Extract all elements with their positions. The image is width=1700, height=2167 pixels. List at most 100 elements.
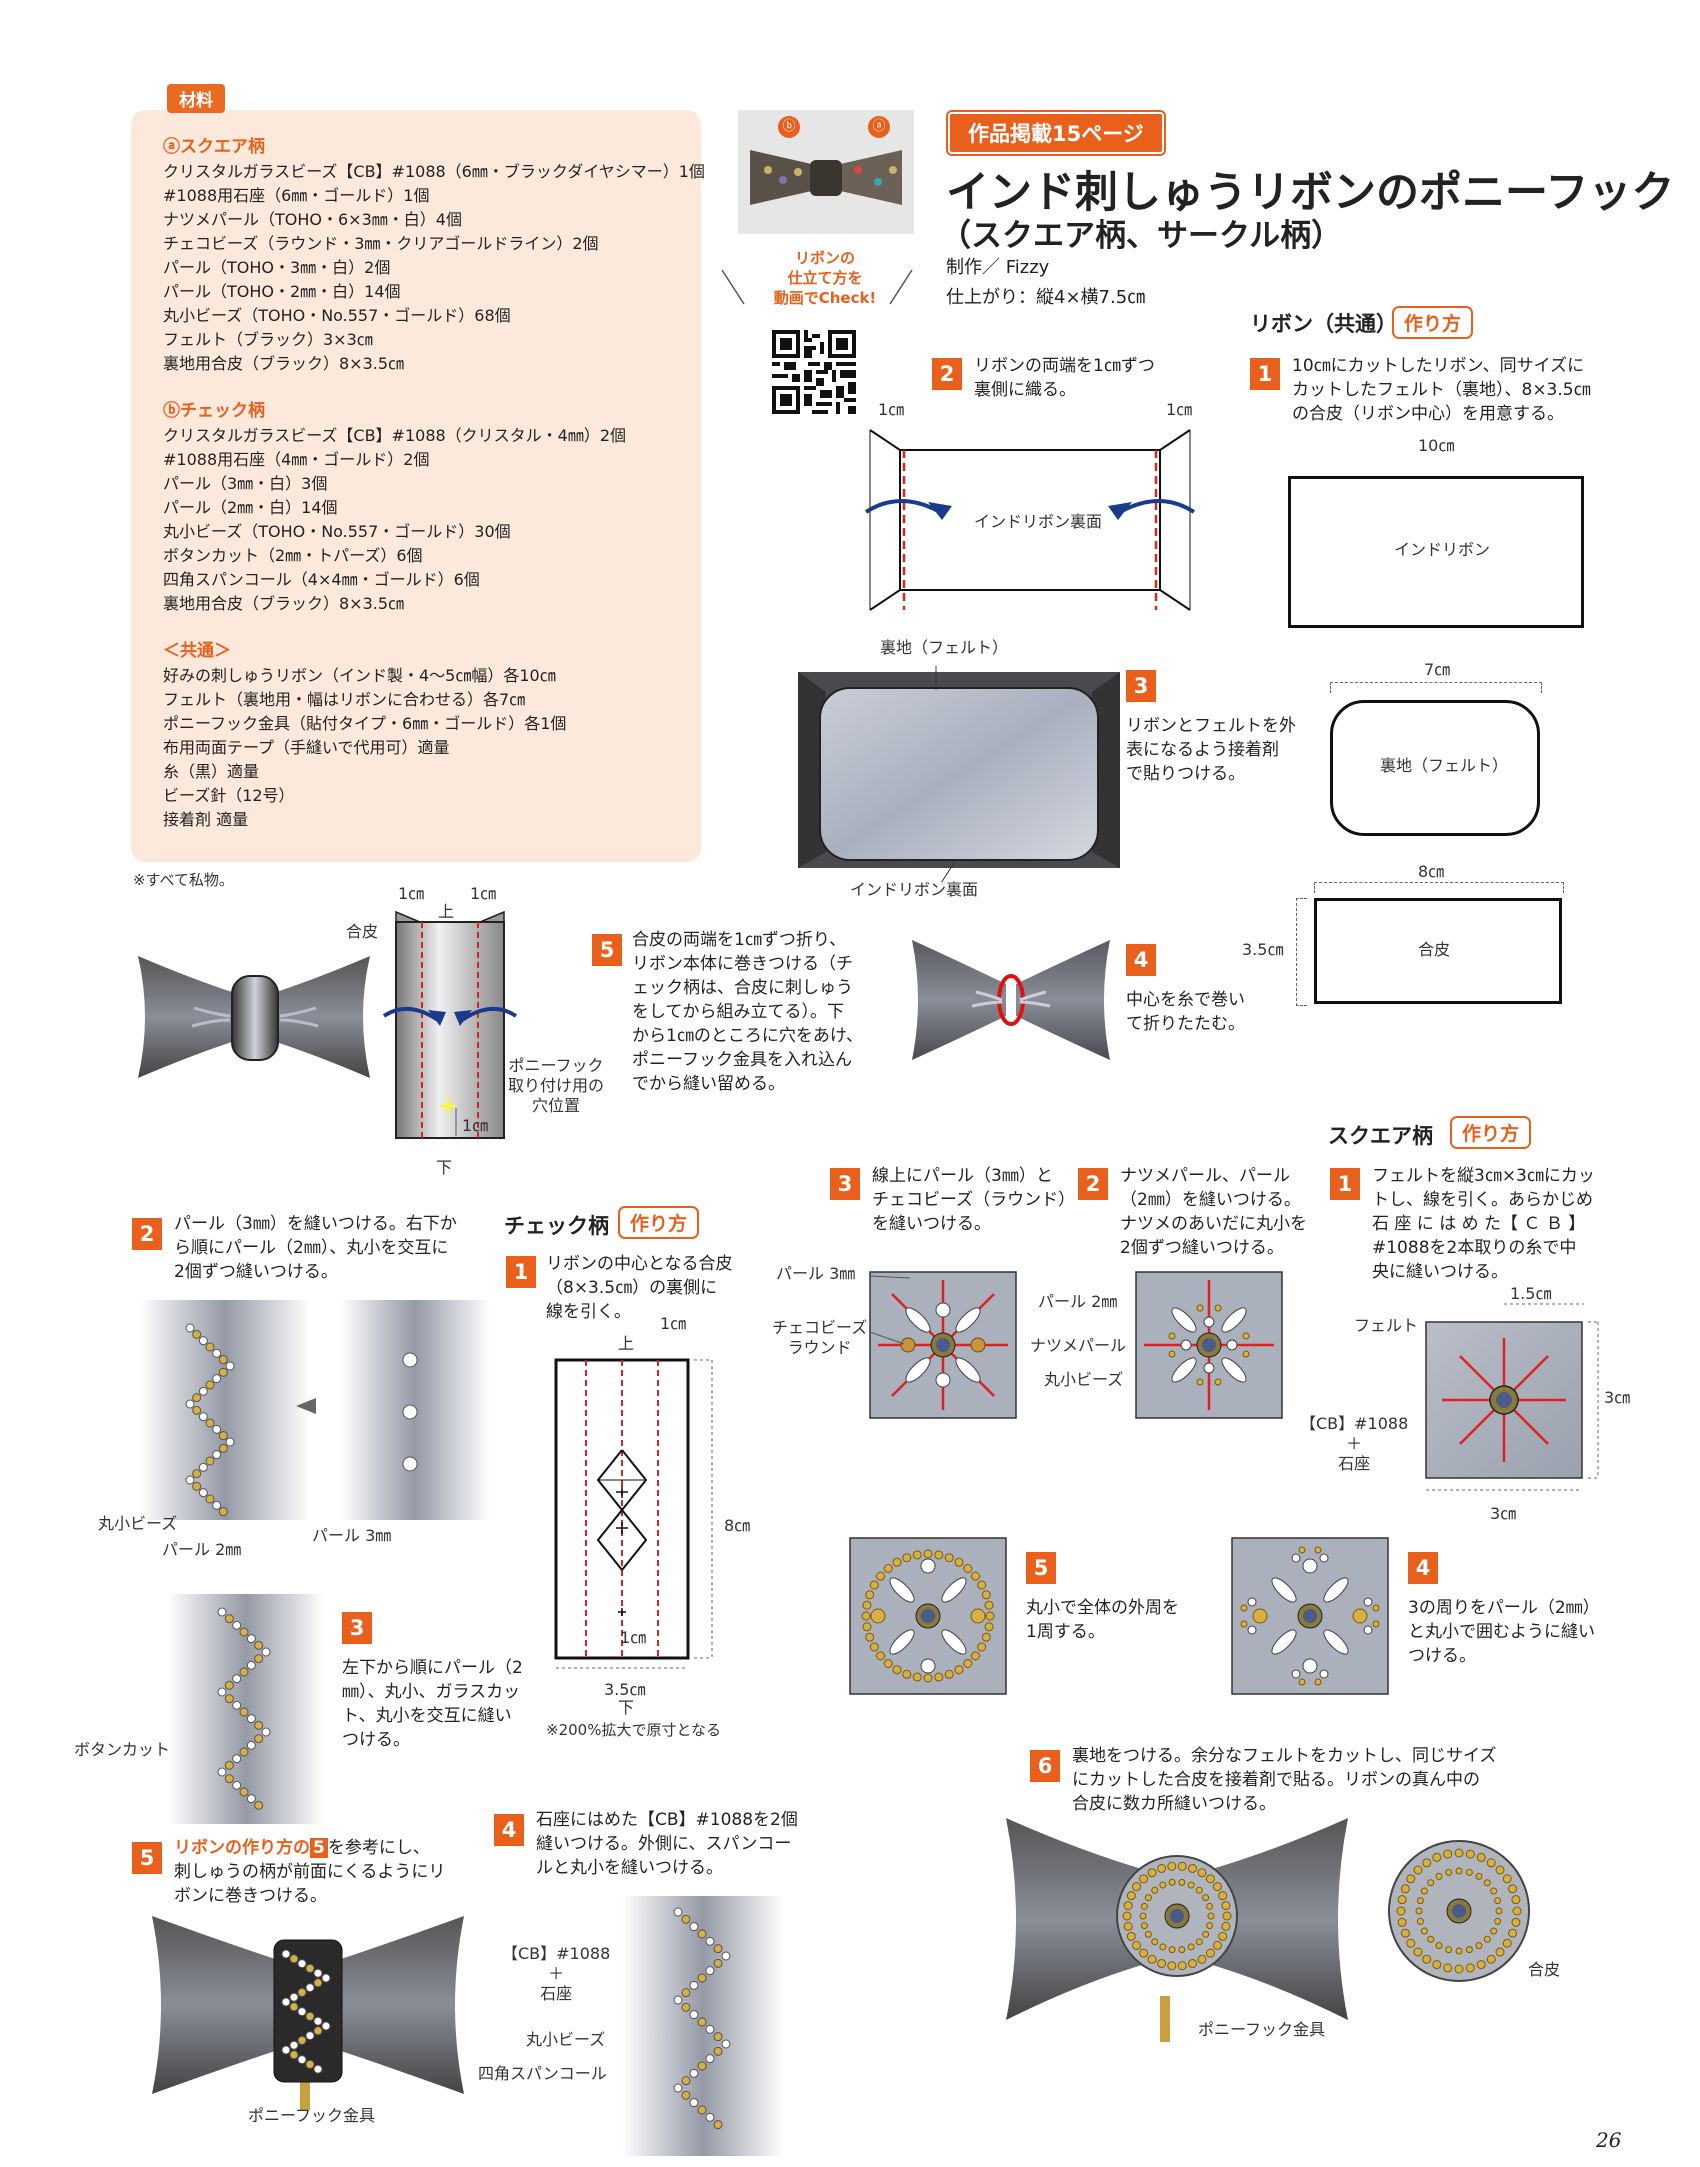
check-step3-diagram — [166, 1594, 326, 1824]
check-section-title: チェック柄 — [504, 1210, 609, 1240]
common-materials-list: 好みの刺しゅうリボン（インド製・4〜5㎝幅）各10㎝フェルト（裏地用・幅はリボン… — [163, 664, 693, 832]
materials-list: ⓐスクエア柄 クリスタルガラスビーズ【CB】#1088（6㎜・ブラックダイヤシマ… — [163, 134, 693, 832]
check-step4-label-maruko: 丸小ビーズ — [526, 2030, 605, 2050]
check-step1-number: 1 — [506, 1256, 536, 1288]
ribbon-step5-number: 5 — [592, 934, 622, 966]
qr-code-icon[interactable] — [772, 330, 856, 414]
check-step2-label-maruko: 丸小ビーズ — [98, 1514, 177, 1534]
square-howto-tag: 作り方 — [1450, 1116, 1531, 1149]
leather-width-dim: 8㎝ — [1418, 862, 1444, 882]
check-step1-dim: 1㎝ — [660, 1314, 686, 1334]
check-step5-ref-num: 5 — [310, 1838, 328, 1858]
ribbon-step1-dim: 10㎝ — [1418, 436, 1454, 456]
check-material-item: クリスタルガラスビーズ【CB】#1088（クリスタル・4㎜）2個 — [163, 424, 693, 448]
ribbon-step3-number: 3 — [1126, 670, 1156, 702]
page-number: 26 — [1596, 2128, 1621, 2152]
leather-width-line — [1314, 882, 1564, 893]
square-step2-label-pearl: パール 2㎜ — [1038, 1292, 1117, 1312]
ribbon-step4-diagram — [906, 930, 1116, 1070]
common-material-item: ビーズ針（12号） — [163, 784, 693, 808]
square-material-item: チェコビーズ（ラウンド・3㎜・クリアゴールドライン）2個 — [163, 232, 693, 256]
check-step4-diagram — [618, 1896, 788, 2156]
check-step3-label-buttoncut: ボタンカット — [74, 1740, 170, 1760]
square-section-title: スクエア柄 — [1328, 1120, 1433, 1150]
check-step1-width-dim: 3.5㎝ — [604, 1680, 645, 1700]
square-step6-number: 6 — [1030, 1750, 1060, 1782]
check-step4-text: 石座にはめた【CB】#1088を2個 縫いつける。外側に、スパンコー ルと丸小を… — [536, 1808, 798, 1880]
square-step4-number: 4 — [1408, 1552, 1438, 1584]
ribbon-step2-label: インドリボン裏面 — [974, 512, 1102, 532]
square-materials-list: クリスタルガラスビーズ【CB】#1088（6㎜・ブラックダイヤシマー）1個#10… — [163, 160, 693, 376]
check-step1-diagram — [552, 1350, 716, 1670]
square-step2-text: ナツメパール、パール （2㎜）を縫いつける。 ナツメのあいだに丸小を 2個ずつ縫… — [1120, 1164, 1307, 1260]
square-material-item: 裏地用合皮（ブラック）8×3.5㎝ — [163, 352, 693, 376]
ribbon-step3-diagram — [796, 666, 1122, 882]
check-step4-label-sequin: 四角スパンコール — [478, 2064, 607, 2084]
check-step5-bow-diagram — [148, 1910, 468, 2110]
ribbon-step5-diagram — [380, 908, 520, 1152]
ribbon-step2-right-dim: 1㎝ — [1166, 400, 1192, 420]
check-materials-list: クリスタルガラスビーズ【CB】#1088（クリスタル・4㎜）2個#1088用石座… — [163, 424, 693, 616]
square-step1-felt-label: フェルト — [1354, 1316, 1418, 1336]
check-material-item: ボタンカット（2㎜・トパーズ）6個 — [163, 544, 693, 568]
square-material-item: パール（TOHO・3㎜・白）2個 — [163, 256, 693, 280]
square-step1-height-dim: 3㎝ — [1604, 1388, 1630, 1408]
check-step2-diagram — [134, 1300, 494, 1520]
square-step4-diagram — [1230, 1536, 1390, 1696]
check-howto-tag: 作り方 — [618, 1206, 699, 1239]
page-reference-tag: 作品掲載15ページ — [948, 112, 1164, 154]
square-step2-diagram — [1134, 1270, 1284, 1420]
check-step2-number: 2 — [132, 1218, 162, 1250]
leather-height-dim: 3.5㎝ — [1242, 940, 1283, 960]
square-step2-label-natsume: ナツメパール — [1030, 1336, 1126, 1356]
ribbon-step2-left-dim: 1㎝ — [878, 400, 904, 420]
ribbon-step4-text: 中心を糸で巻い て折りたたむ。 — [1126, 988, 1245, 1036]
square-step4-text: 3の周りをパール（2㎜） と丸小で囲むように縫い つける。 — [1408, 1596, 1600, 1668]
materials-tag: 材料 — [167, 84, 225, 113]
check-material-item: #1088用石座（4㎜・ゴールド）2個 — [163, 448, 693, 472]
ribbon-step1-text: 10㎝にカットしたリボン、同サイズに カットしたフェルト（裏地）、8×3.5㎝ … — [1292, 354, 1591, 426]
square-materials-title: ⓐスクエア柄 — [163, 134, 693, 160]
common-materials-title: ＜共通＞ — [163, 638, 693, 664]
check-material-item: 裏地用合皮（ブラック）8×3.5㎝ — [163, 592, 693, 616]
check-step1-text: リボンの中心となる合皮 （8×3.5㎝）の裏側に 線を引く。 — [546, 1252, 733, 1324]
check-step1-bottom-dim: 1㎝ — [620, 1628, 646, 1648]
square-step1-text: フェルトを縦3㎝×3㎝にカッ トし、線を引く。あらかじめ 石 座 に は め た… — [1372, 1164, 1595, 1284]
check-material-item: パール（3㎜・白）3個 — [163, 472, 693, 496]
square-material-item: #1088用石座（6㎜・ゴールド）1個 — [163, 184, 693, 208]
check-step5-ref: リボンの作り方の — [174, 1838, 310, 1858]
leather-rectangle-label: 合皮 — [1418, 940, 1450, 960]
square-step3-leader-lines — [870, 1270, 930, 1350]
ribbon-step1-number: 1 — [1250, 358, 1280, 390]
square-step2-number: 2 — [1078, 1168, 1108, 1200]
ribbon-step3-bottom-label: インドリボン裏面 — [850, 880, 978, 900]
square-step2-label-maruko: 丸小ビーズ — [1044, 1370, 1123, 1390]
square-step1-cb-label: 【CB】#1088 ＋ 石座 — [1300, 1414, 1408, 1474]
ribbon-step5-leather-label: 合皮 — [346, 922, 378, 942]
square-step5-diagram — [848, 1536, 1008, 1696]
ribbon-rectangle-label: インドリボン — [1394, 540, 1490, 560]
ribbon-step4-number: 4 — [1126, 944, 1156, 976]
square-step3-label-pearl: パール 3㎜ — [776, 1264, 855, 1284]
square-step1-number: 1 — [1330, 1168, 1360, 1200]
ribbon-section-title: リボン（共通） — [1250, 308, 1397, 338]
check-step2-label-pearl2: パール 2㎜ — [162, 1540, 241, 1560]
maker: 制作／ Fizzy — [946, 256, 1049, 280]
square-step3-number: 3 — [830, 1168, 860, 1200]
square-material-item: 丸小ビーズ（TOHO・No.557・ゴールド）68個 — [163, 304, 693, 328]
check-step4-label-cb: 【CB】#1088 ＋ 石座 — [502, 1944, 610, 2004]
ribbon-step5-hole-dim: 1㎝ — [462, 1116, 488, 1136]
check-step1-note: ※200%拡大で原寸となる — [546, 1720, 721, 1740]
square-step3-text: 線上にパール（3㎜）と チェコビーズ（ラウンド） を縫いつける。 — [872, 1164, 1075, 1236]
square-material-item: パール（TOHO・2㎜・白）14個 — [163, 280, 693, 304]
ribbon-step5-right-dim: 1㎝ — [470, 884, 496, 904]
check-step4-number: 4 — [494, 1814, 524, 1846]
ribbon-step2-number: 2 — [932, 358, 962, 390]
square-step6-hook-label: ポニーフック金具 — [1198, 2020, 1325, 2040]
check-material-item: パール（2㎜・白）14個 — [163, 496, 693, 520]
square-step6-leather-label: 合皮 — [1528, 1960, 1560, 1980]
check-step2-text: パール（3㎜）を縫いつける。右下か ら順にパール（2㎜）、丸小を交互に 2個ずつ… — [174, 1212, 457, 1284]
ribbon-step5-left-dim: 1㎝ — [398, 884, 424, 904]
square-step5-number: 5 — [1026, 1552, 1056, 1584]
photo-label-a: ⓐ — [868, 116, 890, 138]
